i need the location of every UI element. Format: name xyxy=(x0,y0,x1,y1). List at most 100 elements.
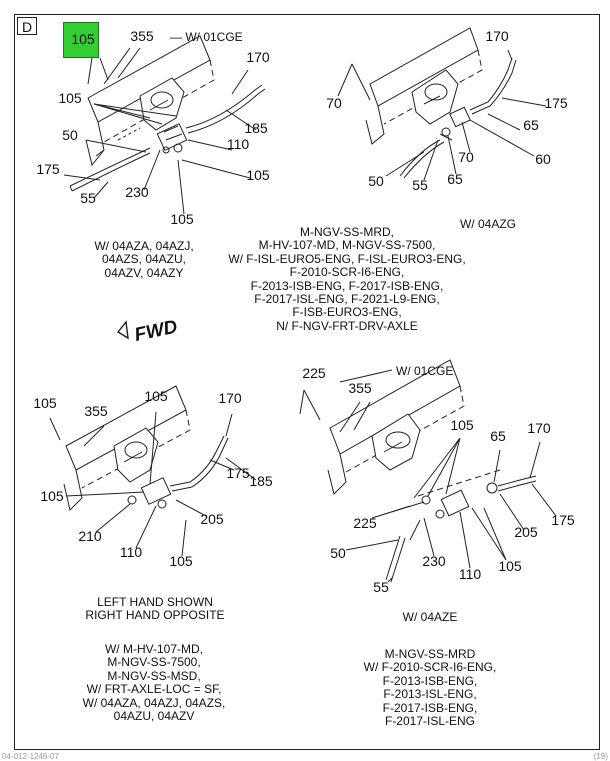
q2-valve xyxy=(441,106,471,137)
center-cond-line-3: F-2010-SCR-I6-ENG, xyxy=(289,265,405,280)
q2-callout-8[interactable]: 65 xyxy=(447,171,463,187)
q4-callout-9[interactable]: 175 xyxy=(551,512,575,528)
q4-callout-1[interactable]: W/ 01CGE xyxy=(396,364,453,378)
center-cond-line-2: W/ F-ISL-EURO5-ENG, F-ISL-EURO3-ENG, xyxy=(228,251,466,266)
q3-cond-line-5: 04AZU, 04AZV xyxy=(113,709,195,724)
q3-callout-9[interactable]: 110 xyxy=(120,544,143,560)
q4-callout-8[interactable]: 205 xyxy=(514,524,538,540)
q4-valve xyxy=(421,482,498,519)
footer-ref: 04-012-1246-07 xyxy=(2,752,59,761)
q3-callout-6[interactable]: 105 xyxy=(40,488,64,504)
q2-callout-5[interactable]: 60 xyxy=(535,151,551,167)
q4-list-line-0: M-NGV-SS-MRD xyxy=(384,647,476,661)
q3-valve xyxy=(127,477,172,509)
q1-leaders xyxy=(63,47,257,215)
q1-callout-10[interactable]: 105 xyxy=(246,167,270,183)
q1-tubes xyxy=(69,84,266,192)
q1-callout-1[interactable]: 355 xyxy=(130,28,154,44)
q1-condition-caption: W/ 04AZA, 04AZJ,04AZS, 04AZU,04AZV, 04AZ… xyxy=(82,239,206,280)
fwd-arrow xyxy=(116,320,129,340)
q4-condition-caption: W/ 04AZE xyxy=(380,610,480,624)
fwd-label: FWD xyxy=(133,316,180,346)
q4-bracket xyxy=(371,413,421,471)
q3-cond-line-3: W/ FRT-AXLE-LOC = SF, xyxy=(86,682,222,697)
q2-cond-line-0: W/ 04AZG xyxy=(459,217,516,231)
q2-bracket xyxy=(411,69,459,125)
diagram-frame xyxy=(14,14,600,750)
q1-callout-0[interactable]: 105 xyxy=(71,31,95,47)
center-cond-line-4: F-2013-ISB-ENG, F-2017-ISB-ENG, xyxy=(250,278,444,293)
q4-callout-3[interactable]: 105 xyxy=(450,417,474,433)
q3-callout-8[interactable]: 210 xyxy=(78,528,102,544)
q2-callout-4[interactable]: 70 xyxy=(458,149,474,165)
q1-callout-7[interactable]: 110 xyxy=(227,136,250,152)
q1-callout-11[interactable]: 55 xyxy=(80,190,96,206)
q2-tubes xyxy=(399,57,517,179)
q4-callout-11[interactable]: 110 xyxy=(459,566,482,582)
q1-callout-3[interactable]: 170 xyxy=(246,49,270,65)
q4-callout-7[interactable]: 230 xyxy=(422,553,446,569)
q3-bracket xyxy=(113,427,159,483)
q3-condition-caption: W/ M-HV-107-MD,M-NGV-SS-7500,M-NGV-SS-MS… xyxy=(54,642,254,724)
q3-callout-2[interactable]: 105 xyxy=(144,388,168,404)
q4-callout-6[interactable]: 225 xyxy=(353,515,377,531)
q3-callout-3[interactable]: 170 xyxy=(218,390,242,406)
q3-callout-4[interactable]: 185 xyxy=(249,473,273,489)
q3-callout-0[interactable]: 105 xyxy=(33,395,57,411)
q4-cond-line-0: W/ 04AZE xyxy=(402,610,458,624)
q3-callout-10[interactable]: 105 xyxy=(169,553,193,569)
q4-leaders xyxy=(299,369,557,583)
q3-callout-5[interactable]: 175 xyxy=(226,465,250,481)
q2-callout-1[interactable]: 70 xyxy=(326,95,342,111)
q3-tubes xyxy=(169,435,229,492)
q1-callout-5[interactable]: 185 xyxy=(244,120,268,136)
q2-leaders xyxy=(337,49,547,181)
footer-page: (19) xyxy=(593,752,608,761)
q1-callout-12[interactable]: 105 xyxy=(170,211,194,227)
q2-callout-3[interactable]: 65 xyxy=(523,117,539,133)
q4-list-line-4: F-2017-ISB-ENG, xyxy=(382,700,478,715)
q4-list-line-3: F-2013-ISL-ENG, xyxy=(383,687,477,702)
center-cond-line-5: F-2017-ISL-ENG, F-2021-L9-ENG, xyxy=(254,292,440,307)
q4-callout-0[interactable]: 225 xyxy=(302,365,326,381)
q4-list-line-5: F-2017-ISL-ENG xyxy=(384,714,476,729)
q4-callout-10[interactable]: 50 xyxy=(330,545,346,561)
q3-leaders xyxy=(49,411,257,557)
highlighted-callout-box[interactable] xyxy=(63,22,99,58)
q1-callout-8[interactable]: 175 xyxy=(36,161,60,177)
q4-callout-2[interactable]: 355 xyxy=(348,380,372,396)
section-letter-box: D xyxy=(17,17,37,35)
q3-cond-line-2: M-NGV-SS-MSD, xyxy=(107,668,201,683)
q2-callout-0[interactable]: 170 xyxy=(485,28,509,44)
q4-callout-4[interactable]: 65 xyxy=(490,428,506,444)
q1-bracket xyxy=(139,77,185,131)
q2-callouts: 170 70 175 65 70 60 50 55 65 xyxy=(326,28,568,193)
q1-callout-9[interactable]: 230 xyxy=(125,184,149,200)
q1-callout-2[interactable]: — W/ 01CGE xyxy=(170,30,243,44)
q3-callout-1[interactable]: 355 xyxy=(84,403,108,419)
q4-callouts: 225 W/ 01CGE 355 105 65 170 225 230 205 175 50 110 1… xyxy=(302,364,575,595)
q3-cond-line-1: M-NGV-SS-7500, xyxy=(107,655,201,670)
q1-cond-line-0: W/ 04AZA, 04AZJ, xyxy=(94,239,194,253)
q3-note-line-0: LEFT HAND SHOWN xyxy=(97,595,213,609)
q1-callout-4[interactable]: 105 xyxy=(58,90,82,106)
q2-callout-6[interactable]: 50 xyxy=(368,173,384,189)
center-cond-line-6: F-ISB-EURO3-ENG, xyxy=(292,305,402,320)
q4-callout-13[interactable]: 55 xyxy=(373,579,389,595)
q4-callout-5[interactable]: 170 xyxy=(527,420,551,436)
q4-callout-12[interactable]: 105 xyxy=(498,558,522,574)
center-cond-line-0: M-NGV-SS-MRD, xyxy=(300,225,394,239)
q2-callout-2[interactable]: 175 xyxy=(544,95,568,111)
q2-callout-7[interactable]: 55 xyxy=(412,177,428,193)
q1-cond-line-1: 04AZS, 04AZU, xyxy=(101,252,187,267)
q1-frame-rail xyxy=(85,35,215,167)
q1-valve xyxy=(156,123,188,154)
q3-callout-7[interactable]: 205 xyxy=(200,511,224,527)
q1-callout-6[interactable]: 50 xyxy=(62,127,78,143)
q4-list-line-2: F-2013-ISB-ENG, xyxy=(382,673,478,688)
